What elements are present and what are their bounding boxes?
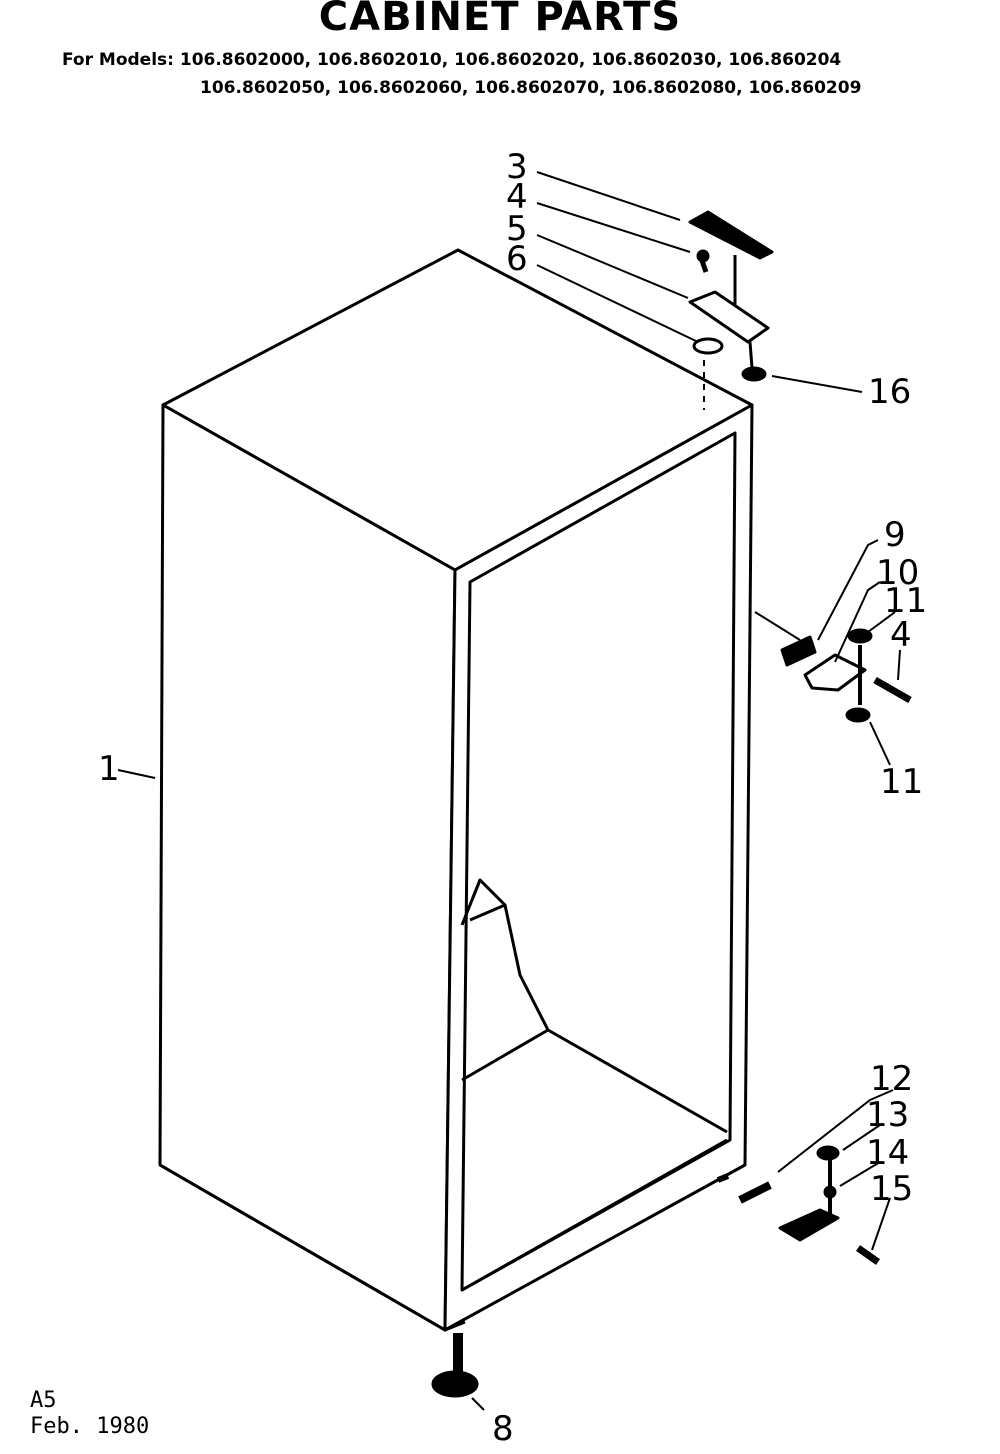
callout-4-middle: 4 xyxy=(890,615,912,655)
callout-15: 15 xyxy=(870,1169,914,1209)
callout-5: 5 xyxy=(506,209,528,249)
callout-10: 10 xyxy=(876,553,920,593)
callout-8: 8 xyxy=(492,1409,514,1449)
callout-11-upper: 11 xyxy=(884,581,928,621)
bottom-hinge-assembly xyxy=(716,1145,881,1265)
callout-11-lower: 11 xyxy=(880,762,924,802)
cabinet-shell xyxy=(158,248,754,1332)
models-line-1: For Models: 106.8602000, 106.8602010, 10… xyxy=(62,50,842,70)
top-hinge-assembly xyxy=(688,210,774,410)
models-line-2: 106.8602050, 106.8602060, 106.8602070, 1… xyxy=(200,78,862,98)
callout-12: 12 xyxy=(870,1059,914,1099)
callout-3: 3 xyxy=(506,147,528,187)
callout-9: 9 xyxy=(884,515,906,555)
middle-hinge-assembly xyxy=(754,611,912,723)
callout-6: 6 xyxy=(506,239,528,279)
callout-leaders xyxy=(117,171,901,1411)
diagram-title: CABINET PARTS xyxy=(318,0,682,40)
callout-13: 13 xyxy=(866,1095,910,1135)
footer-code: A5 xyxy=(30,1388,57,1413)
callout-14: 14 xyxy=(866,1133,910,1173)
callout-1: 1 xyxy=(98,749,120,789)
leveling-leg xyxy=(431,1333,479,1398)
footer-date: Feb. 1980 xyxy=(30,1414,150,1439)
callout-4-top: 4 xyxy=(506,177,528,217)
callout-16: 16 xyxy=(868,372,912,412)
